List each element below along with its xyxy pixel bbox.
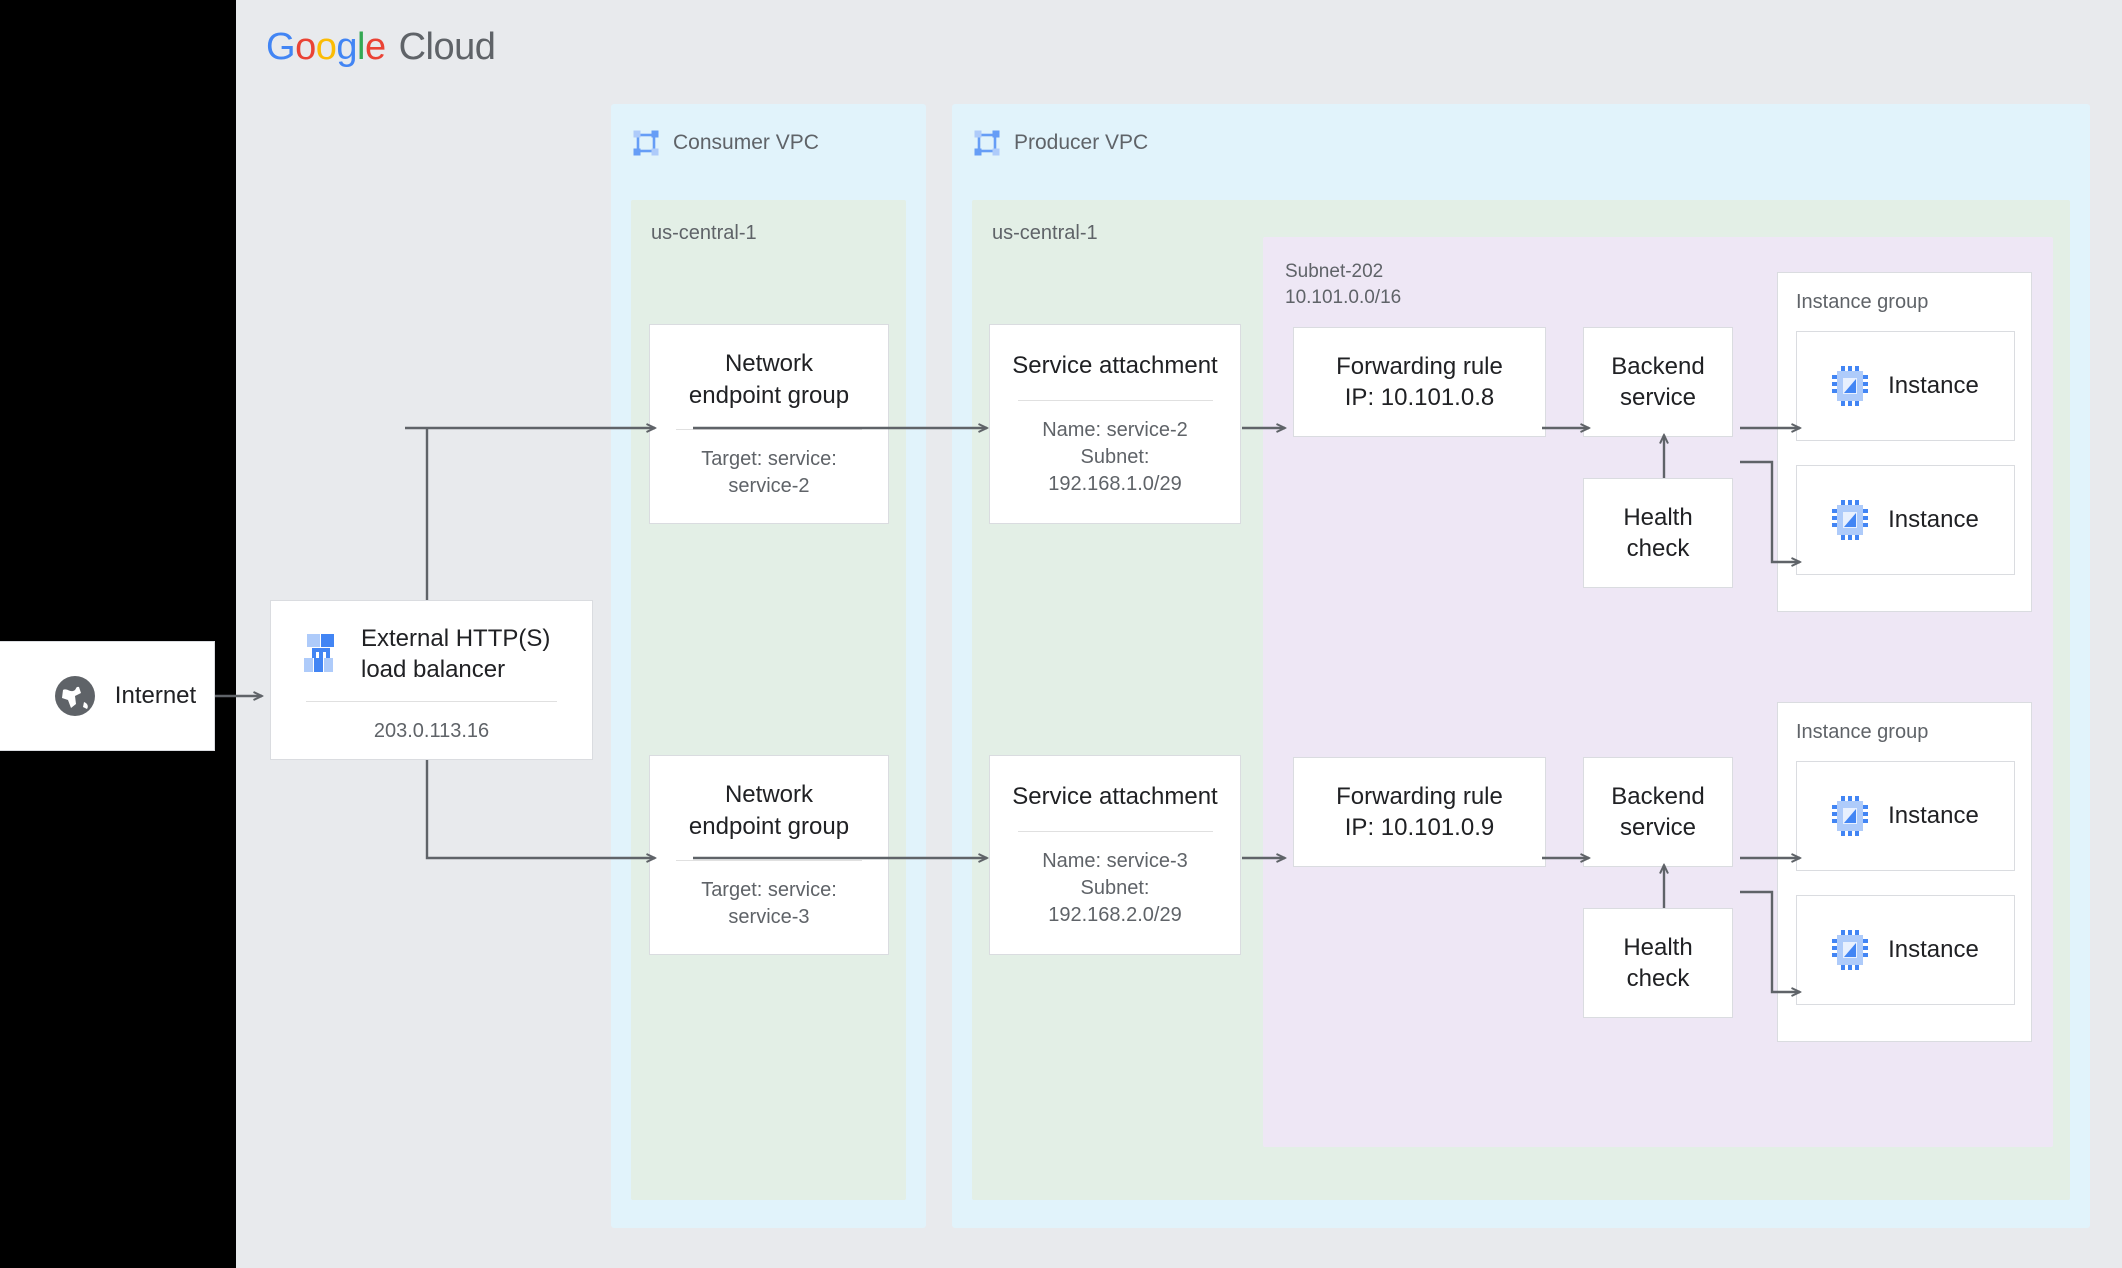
vpc-icon [633,130,659,156]
instance-1-1[interactable]: Instance [1796,331,2015,441]
google-cloud-logo: G o o g l e Cloud [266,26,496,69]
service-attachment-1[interactable]: Service attachment Name: service-2 Subne… [989,324,1241,524]
health-check-1[interactable]: Health check [1583,478,1733,588]
forwarding-rule-1[interactable]: Forwarding rule IP: 10.101.0.8 [1293,327,1546,437]
consumer-vpc-label: Consumer VPC [673,131,819,154]
instance-icon [1832,796,1869,836]
load-balancer-title: External HTTP(S) load balancer [361,625,551,684]
instance-group-2-label: Instance group [1796,721,1929,743]
instance-1-1-label: Instance [1888,372,1979,399]
load-balancer-node[interactable]: External HTTP(S) load balancer 203.0.113… [270,600,593,760]
neg-1-title: Network endpoint group [688,350,850,409]
instance-1-2[interactable]: Instance [1796,465,2015,575]
load-balancer-divider [306,701,557,703]
network-endpoint-group-1[interactable]: Network endpoint group Target: service: … [649,324,889,524]
internet-label: Internet [114,682,197,710]
instance-2-2[interactable]: Instance [1796,895,2015,1005]
internet-node[interactable]: Internet [0,641,215,751]
instance-icon [1832,366,1869,406]
forwarding-rule-2-title: Forwarding rule IP: 10.101.0.9 [1336,782,1503,841]
neg-1-subtitle: Target: service: service-2 [701,447,837,497]
service-attachment-2-divider [1017,830,1213,832]
instance-group-1: Instance group [1777,272,2032,612]
subnet-202-label: Subnet-202 10.101.0.0/16 [1285,261,1402,308]
producer-vpc-label: Producer VPC [1014,131,1149,154]
instance-2-1-label: Instance [1888,802,1979,829]
backend-service-1[interactable]: Backend service [1583,327,1733,437]
service-attachment-2-title: Service attachment [1012,783,1218,811]
consumer-vpc-container: Consumer VPC us-central-1 Network endpoi… [611,104,926,1228]
logo-letter-o1: o [295,26,316,68]
producer-vpc-container: Producer VPC us-central-1 Service attach… [952,104,2090,1228]
neg-2-title: Network endpoint group [688,781,850,840]
globe-icon [54,676,95,716]
neg-2-divider [676,859,862,861]
service-attachment-1-title: Service attachment [1012,352,1218,380]
network-endpoint-group-2[interactable]: Network endpoint group Target: service: … [649,755,889,955]
instance-2-1[interactable]: Instance [1796,761,2015,871]
instance-group-1-label: Instance group [1796,291,1929,313]
forwarding-rule-1-title: Forwarding rule IP: 10.101.0.8 [1336,352,1503,411]
neg-1-divider [676,428,862,430]
backend-service-2-title: Backend service [1611,782,1705,841]
service-attachment-1-divider [1017,399,1213,401]
service-attachment-1-subtitle: Name: service-2 Subnet: 192.168.1.0/29 [1042,418,1188,495]
load-balancer-icon [304,634,334,673]
producer-vpc-header: Producer VPC [974,130,1148,156]
vpc-icon [974,130,1000,156]
neg-2-subtitle: Target: service: service-3 [701,878,837,928]
subnet-202-container: Subnet-202 10.101.0.0/16 Forwarding rule… [1263,237,2053,1147]
producer-region-label: us-central-1 [992,222,1098,244]
forwarding-rule-2[interactable]: Forwarding rule IP: 10.101.0.9 [1293,757,1546,867]
consumer-region-label: us-central-1 [651,222,757,244]
backend-service-2[interactable]: Backend service [1583,757,1733,867]
instance-2-2-label: Instance [1888,936,1979,963]
consumer-vpc-header: Consumer VPC [633,130,819,156]
diagram-canvas: G o o g l e Cloud Consumer VPC us-cen [236,0,2122,1268]
logo-letter-o2: o [315,26,337,68]
instance-group-2: Instance group [1777,702,2032,1042]
health-check-2-title: Health check [1623,933,1693,992]
logo-letter-g1: G [266,26,296,68]
health-check-2[interactable]: Health check [1583,908,1733,1018]
backend-service-1-title: Backend service [1611,352,1705,411]
instance-icon [1832,930,1869,970]
logo-letter-e: e [364,26,386,68]
logo-cloud-word: Cloud [398,26,496,68]
logo-letter-l: l [356,26,365,68]
instance-icon [1832,500,1869,540]
load-balancer-ip: 203.0.113.16 [373,720,490,743]
instance-1-2-label: Instance [1888,506,1979,533]
logo-letter-g2: g [336,26,357,68]
health-check-1-title: Health check [1623,503,1693,562]
service-attachment-2[interactable]: Service attachment Name: service-3 Subne… [989,755,1241,955]
service-attachment-2-subtitle: Name: service-3 Subnet: 192.168.2.0/29 [1042,849,1188,926]
